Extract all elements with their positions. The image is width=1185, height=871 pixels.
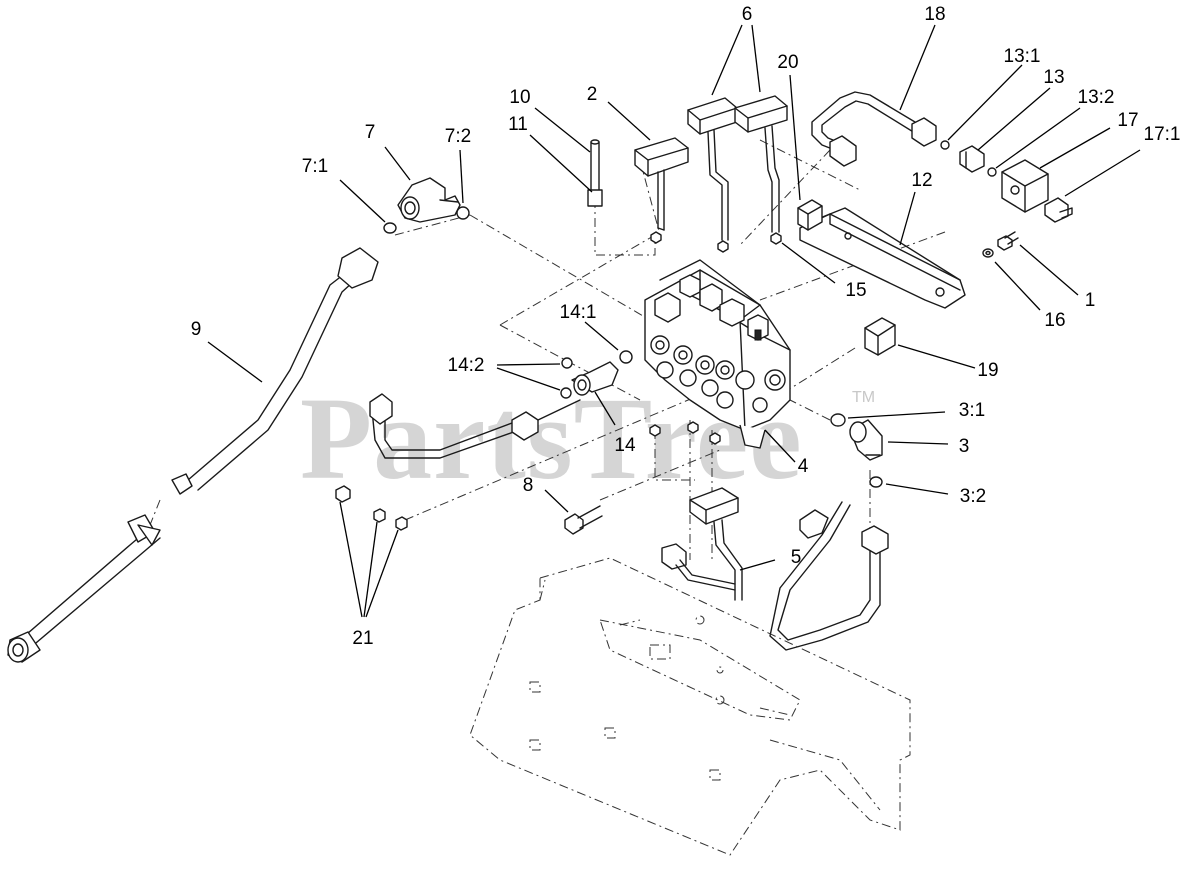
oring-13-2	[987, 167, 997, 177]
oring-14-1	[619, 350, 633, 364]
callout-14-1: 14:1	[560, 302, 597, 323]
control-handle-left	[634, 137, 689, 231]
fitting-17-1	[1044, 197, 1073, 223]
spacer-block-19	[864, 317, 896, 356]
callout-21: 21	[352, 628, 373, 649]
orings-14-2	[560, 357, 573, 399]
callout-3-1: 3:1	[959, 400, 985, 421]
control-valve-body	[644, 259, 791, 449]
callout-2: 2	[587, 84, 598, 105]
callout-12: 12	[911, 170, 932, 191]
callout-17: 17	[1117, 110, 1138, 131]
oring-3-2	[869, 476, 883, 488]
callout-7: 7	[365, 122, 376, 143]
callout-6: 6	[742, 4, 753, 25]
callout-13: 13	[1043, 67, 1064, 88]
callout-8: 8	[523, 475, 534, 496]
spacer-block-20	[797, 199, 823, 231]
hydraulic-tube-hose	[369, 393, 581, 459]
base-plate	[469, 557, 911, 856]
callout-16: 16	[1044, 310, 1065, 331]
callout-10: 10	[509, 87, 530, 108]
washer-16	[982, 248, 994, 258]
relief-valve-17	[1001, 159, 1049, 213]
hydraulic-hose-lower	[769, 501, 889, 651]
callout-7-1: 7:1	[302, 156, 328, 177]
adapter-14	[571, 361, 619, 396]
oring-3-1	[830, 413, 846, 427]
hydraulic-hose-9	[7, 247, 379, 663]
hydraulic-tube-18	[811, 91, 937, 167]
callout-14: 14	[614, 435, 636, 456]
callout-1: 1	[1085, 290, 1096, 311]
callout-14-2: 14:2	[448, 355, 485, 376]
control-handle-right	[734, 95, 788, 233]
callout-19: 19	[977, 360, 998, 381]
bolt-8	[564, 505, 603, 535]
adapter-13	[959, 145, 985, 173]
control-handle-middle	[687, 97, 738, 241]
watermark-trademark: TM	[852, 389, 875, 406]
callout-17-1: 17:1	[1144, 124, 1181, 145]
callout-20: 20	[777, 52, 798, 73]
elbow-fitting-7	[397, 177, 461, 223]
callout-13-1: 13:1	[1004, 46, 1041, 67]
plugs-21	[335, 485, 408, 531]
oring-13-1	[940, 140, 950, 150]
oring-7-2	[456, 206, 470, 220]
mounting-bracket	[799, 207, 966, 309]
callout-15: 15	[845, 280, 866, 301]
lower-handle	[661, 487, 743, 601]
handle-nuts	[649, 231, 782, 445]
leader-lines	[207, 24, 1141, 618]
callout-11: 11	[508, 114, 528, 135]
callout-4: 4	[798, 456, 809, 477]
bolt-1	[997, 231, 1019, 251]
callout-labels: 6 18 13:1 13 20 13:2 17 17:1 2 10 11 7 7…	[191, 4, 1181, 649]
callout-3-2: 3:2	[960, 486, 986, 507]
callout-13-2: 13:2	[1078, 87, 1115, 108]
callout-5: 5	[791, 547, 802, 568]
elbow-fitting-3	[849, 419, 883, 461]
oring-7-1	[383, 222, 397, 234]
pivot-bolt	[587, 139, 603, 207]
callout-18: 18	[924, 4, 945, 25]
callout-9: 9	[191, 319, 202, 340]
callout-3: 3	[959, 436, 970, 457]
callout-7-2: 7:2	[445, 126, 471, 147]
